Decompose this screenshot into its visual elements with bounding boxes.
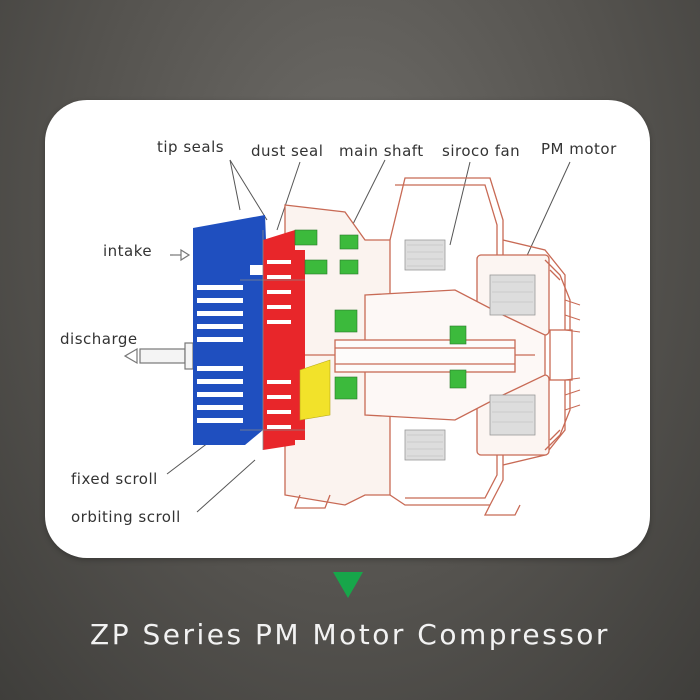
label-pm-motor: PM motor [541,140,617,158]
winding-hatch [407,244,533,457]
label-orbiting-scroll: orbiting scroll [71,508,181,526]
scroll-grid [240,230,305,450]
down-arrow-icon [333,572,363,598]
fan-blades [564,299,581,411]
counterweight [299,359,331,421]
orbiting-scroll-fins [267,260,291,429]
fixed-scroll [193,215,267,445]
label-intake: intake [103,242,153,260]
fixed-scroll-fins [197,285,243,423]
leader-lines [166,159,571,513]
compressor-cross-section [123,159,581,516]
label-fixed-scroll: fixed scroll [71,470,158,488]
label-discharge: discharge [60,330,138,348]
label-siroco-fan: siroco fan [442,142,521,160]
intake-arrow-icon [173,248,191,262]
label-main-shaft: main shaft [339,142,424,160]
label-tip-seals: tip seals [157,138,225,156]
label-dust-seal: dust seal [251,142,324,160]
page-title: ZP Series PM Motor Compressor [90,618,610,651]
diagram-card: tip seals dust seal main shaft siroco fa… [45,100,650,558]
bearings [294,229,467,400]
housing-outline [284,177,573,516]
